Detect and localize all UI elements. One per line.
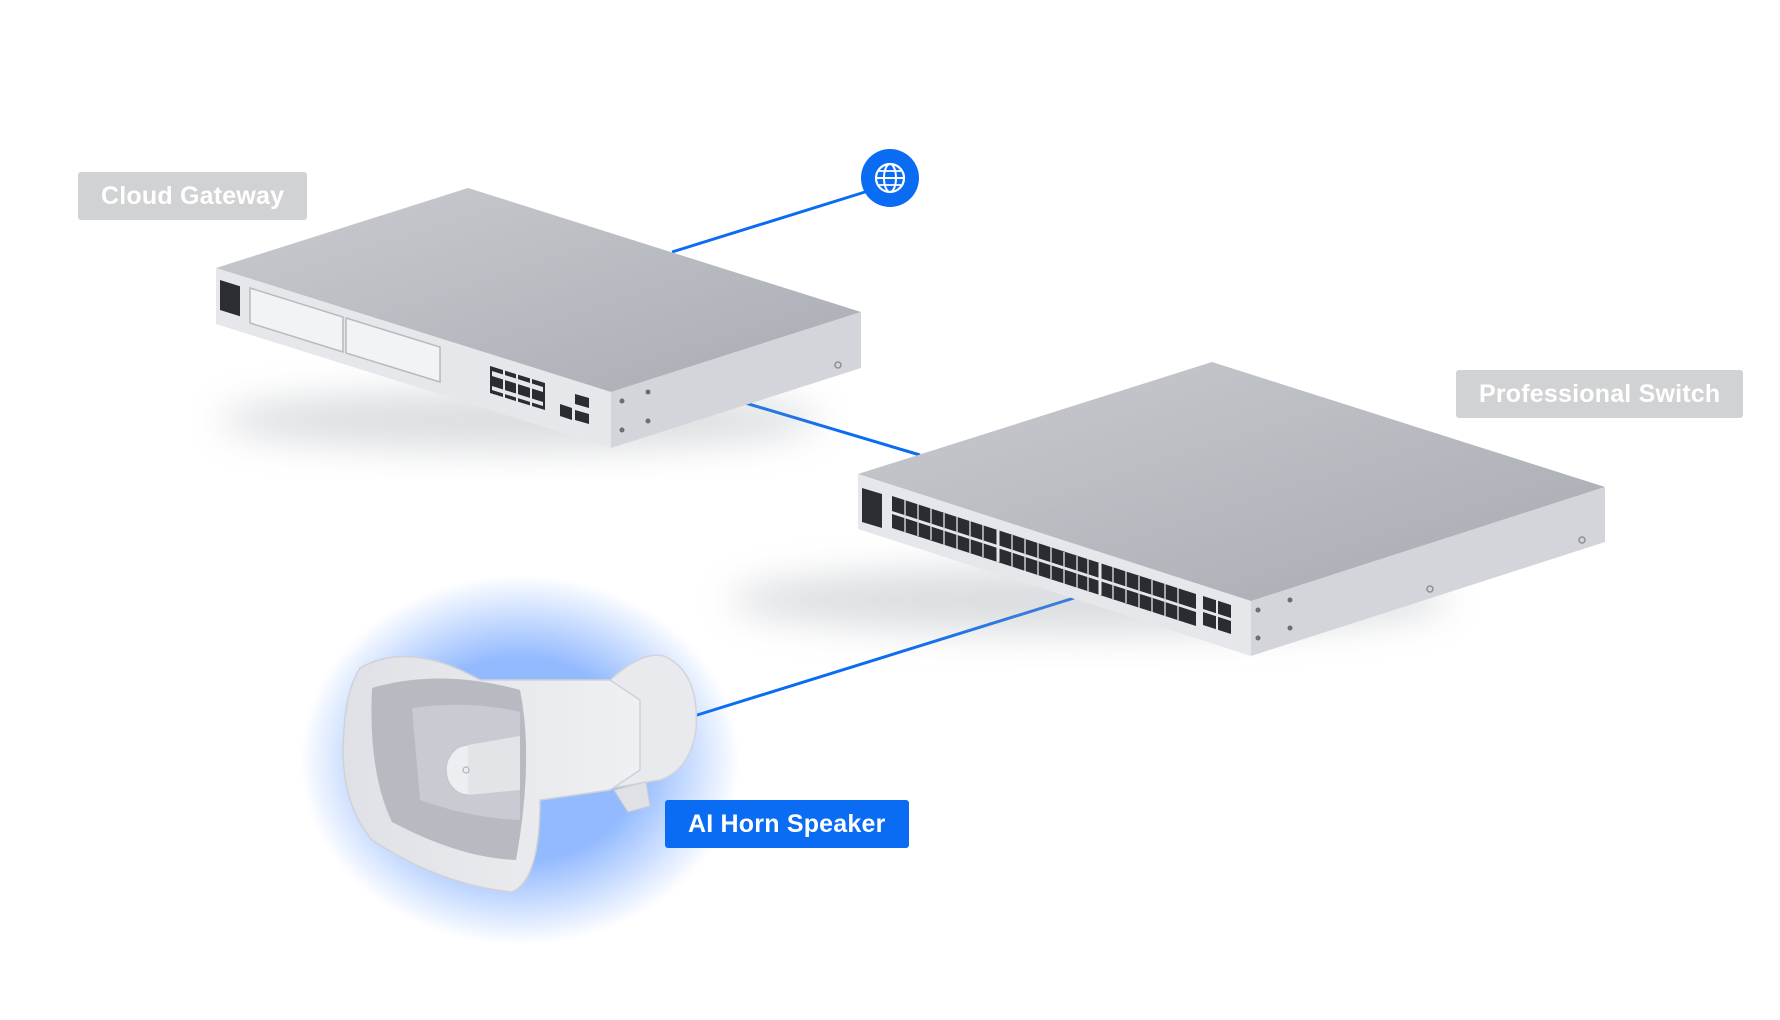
gateway-top [216,188,861,392]
ai-horn-speaker-label: AI Horn Speaker [665,800,909,848]
gateway-drive-bay-1 [249,286,344,354]
globe-icon [874,162,906,194]
gateway-right-side [611,312,861,448]
professional-switch-label: Professional Switch [1456,370,1744,418]
switch-sfp-ports [1203,596,1231,634]
gateway-drive-bay-2 [345,316,441,384]
switch-power-module [862,488,882,528]
switch-port-dividers [904,500,1179,620]
internet-globe [861,149,919,207]
speaker-mount [613,781,651,813]
cloud-gateway-device [216,188,861,450]
cloud-gateway-label: Cloud Gateway [78,172,308,220]
horn-speaker-device [300,575,740,945]
gateway-ports [490,366,589,424]
gateway-power-module [220,279,240,317]
professional-switch-device [730,362,1605,656]
switch-top [858,362,1605,601]
switch-port-block [892,496,1196,626]
switch-right-side [1251,487,1605,656]
link-gateway-internet [671,190,866,254]
